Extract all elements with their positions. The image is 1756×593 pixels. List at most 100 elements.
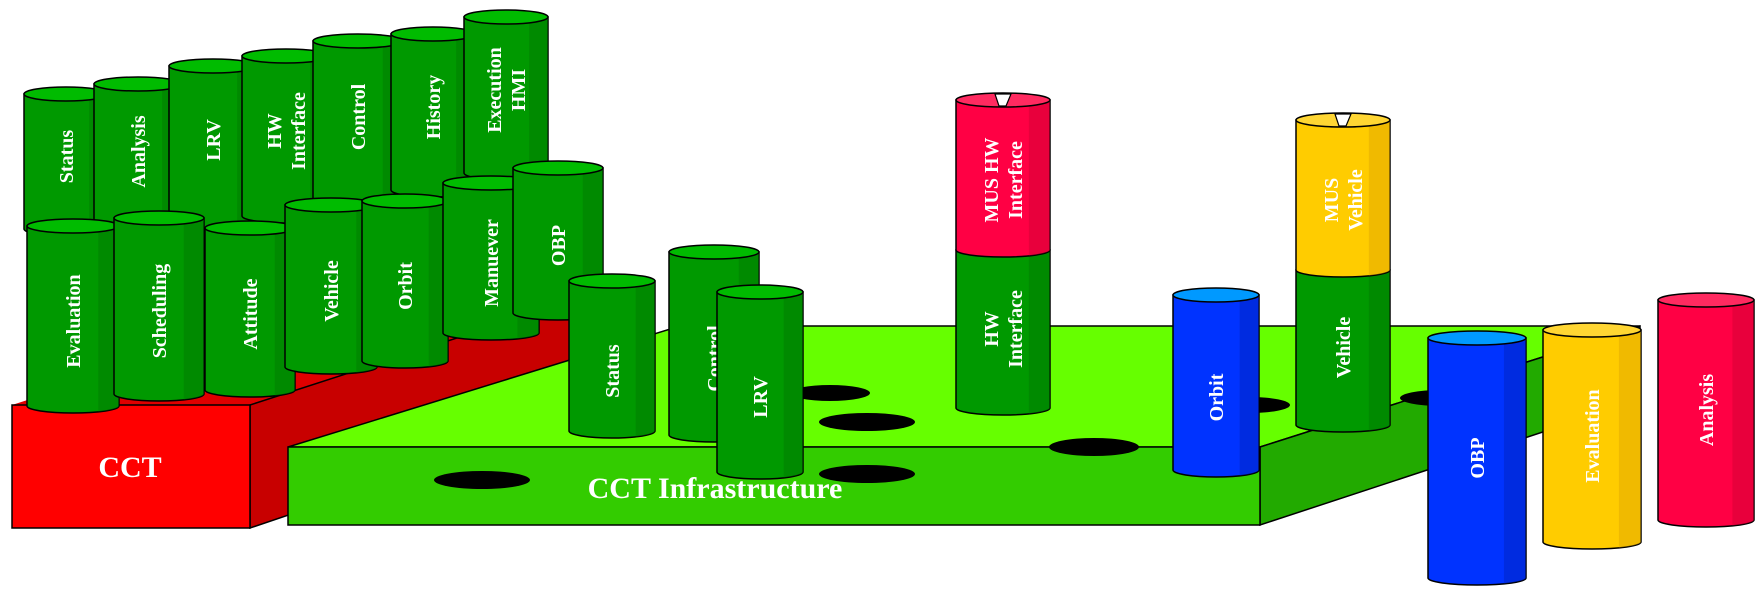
loose-cylinders: OBP Evaluation Analysis — [1427, 292, 1755, 586]
platform-socket-hole — [434, 471, 530, 489]
loose-cylinder-evaluation-shade — [1618, 330, 1641, 548]
stacked-cylinder-vehicle-mus-label: Vehicle — [1345, 169, 1367, 231]
stacked-cylinder-vehicle-base: Vehicle — [1295, 269, 1391, 433]
platform-socket-hole — [790, 385, 870, 401]
loose-cylinder-analysis: Analysis — [1657, 292, 1755, 528]
cct-rear-cylinder-control-label: Control — [348, 83, 370, 150]
stacked-cylinder-hw-interface-mus-label: MUS HW — [981, 138, 1003, 223]
loose-cylinder-analysis-top — [1657, 292, 1755, 308]
loose-cylinder-obp: OBP — [1427, 330, 1527, 586]
platform-socket-hole — [819, 465, 915, 483]
cct-front-cylinder-evaluation-body — [26, 225, 120, 414]
stacked-cylinder-vehicle-mus-label: MUS — [1321, 178, 1343, 222]
stacked-cylinder-vehicle-base-shade — [1368, 270, 1390, 431]
infra-cylinder-lrv-shade — [783, 292, 803, 478]
infra-cylinder-status-body — [568, 280, 656, 439]
cct-front-cylinder-orbit-top — [361, 193, 449, 209]
loose-cylinder-evaluation: Evaluation — [1542, 322, 1642, 550]
cct-front-cylinder-manuever-label: Manuever — [481, 219, 503, 307]
loose-cylinder-obp-label: OBP — [1467, 437, 1489, 478]
stacked-cylinder-vehicle-mus-shade — [1368, 120, 1390, 276]
stacked-cylinder-hw-interface-mus-shade — [1028, 100, 1050, 256]
cct-front-cylinder-scheduling-top — [113, 210, 205, 226]
cct-rear-cylinder-hw-interface-label: Interface — [288, 92, 310, 170]
infrastructure-block-label: CCT Infrastructure — [588, 472, 843, 505]
cct-front-cylinder-obp-top — [512, 160, 604, 176]
loose-cylinder-evaluation-label: Evaluation — [1582, 389, 1604, 482]
infra-cylinder-orbit-shade — [1239, 295, 1259, 476]
cct-front-cylinder-orbit-label: Orbit — [395, 262, 417, 310]
stacked-cylinder-hw-interface-mus-notch — [994, 93, 1012, 107]
loose-cylinder-analysis-shade — [1732, 300, 1754, 526]
loose-cylinder-obp-body — [1427, 337, 1527, 586]
stacked-cylinder-hw-interface-base-label: Interface — [1005, 290, 1027, 368]
loose-cylinder-analysis-label: Analysis — [1696, 374, 1718, 446]
stacked-cylinder-hw-interface-base-shade — [1028, 250, 1050, 414]
cct-front-cylinder-orbit: Orbit — [361, 193, 449, 369]
cct-front-cylinder-attitude-label: Attitude — [240, 278, 262, 349]
cct-rear-cylinder-history: History — [390, 26, 476, 198]
cct-block-front — [11, 404, 251, 529]
cct-rear-cylinder-status-label: Status — [56, 130, 78, 184]
infra-cylinder-lrv-body — [716, 291, 804, 480]
infra-cylinder-lrv-top — [716, 284, 804, 300]
stacked-cylinder-hw-interface-base-body — [955, 249, 1051, 416]
cct-front-cylinder-evaluation-label: Evaluation — [63, 274, 85, 367]
loose-cylinder-evaluation-top — [1542, 322, 1642, 338]
cct-rear-cylinder-history-label: History — [423, 75, 445, 139]
cct-front-cylinder-attitude: Attitude — [204, 220, 296, 398]
cct-front-cylinder-scheduling: Scheduling — [113, 210, 205, 402]
cct-rear-cylinder-execution-hmi-top — [463, 9, 549, 25]
loose-cylinder-obp-shade — [1503, 338, 1526, 584]
stacked-cylinder-hw-interface-mus-label: Interface — [1005, 141, 1027, 219]
infra-cylinder-orbit-top — [1172, 287, 1260, 303]
infra-cylinder-status-top — [568, 273, 656, 289]
stacked-cylinder-vehicle-base-label: Vehicle — [1333, 317, 1355, 379]
platform-socket-hole — [1049, 438, 1139, 456]
cct-front-cylinder-attitude-top — [204, 220, 296, 236]
cct-front-cylinder-evaluation: Evaluation — [26, 218, 120, 414]
infra-cylinder-orbit-body — [1172, 294, 1260, 478]
infra-cylinder-lrv-label: LRV — [750, 376, 772, 418]
infra-cylinder-status-shade — [635, 281, 655, 437]
infra-cylinder-lrv: LRV — [716, 284, 804, 480]
cct-front-cylinder-evaluation-top — [26, 218, 120, 234]
cct-rear-cylinder-execution-hmi-label: HMI — [508, 69, 530, 111]
cct-front-cylinder-attitude-body — [204, 227, 296, 398]
cct-front-cylinder-vehicle-label: Vehicle — [321, 260, 343, 322]
loose-cylinder-obp-top — [1427, 330, 1527, 346]
stacked-cylinder-vehicle-mus-body — [1295, 119, 1391, 278]
infra-cylinder-orbit-label: Orbit — [1206, 373, 1228, 421]
stacked-cylinder-vehicle-base-body — [1295, 269, 1391, 433]
loose-cylinder-analysis-body — [1657, 299, 1755, 528]
cct-rear-cylinder-lrv-label: LRV — [203, 119, 225, 161]
cct-front-cylinder-scheduling-body — [113, 217, 205, 402]
stacked-cylinder-hw-interface-joint — [998, 244, 1008, 256]
infra-cylinder-orbit: Orbit — [1172, 287, 1260, 478]
infra-cylinder-control-top — [668, 244, 760, 260]
stacked-cylinder-vehicle-mus-notch — [1334, 113, 1352, 127]
cct-rear-cylinder-execution-hmi-label: Execution — [484, 47, 506, 133]
cct-front-cylinder-scheduling-shade — [183, 218, 204, 400]
cct-block-label: CCT — [98, 451, 161, 484]
stacked-cylinder-hw-interface-mus-body — [955, 99, 1051, 258]
cct-rear-cylinder-control: Control — [312, 33, 404, 211]
cct-rear-cylinder-hw-interface-label: HW — [264, 113, 286, 149]
cct-rear-cylinder-history-top — [390, 26, 476, 42]
cct-rear-cylinder-analysis-label: Analysis — [128, 115, 150, 187]
cct-front-cylinder-scheduling-label: Scheduling — [149, 264, 171, 358]
infra-cylinder-status-label: Status — [602, 344, 624, 398]
platform-socket-hole — [819, 413, 915, 431]
cct-rear-cylinder-control-top — [312, 33, 404, 49]
infra-cylinder-status: Status — [568, 273, 656, 439]
stacked-cylinder-hw-interface-base-label: HW — [981, 311, 1003, 347]
stacked-cylinder-vehicle-joint — [1338, 264, 1348, 276]
cct-front-cylinder-obp-label: OBP — [548, 225, 570, 266]
